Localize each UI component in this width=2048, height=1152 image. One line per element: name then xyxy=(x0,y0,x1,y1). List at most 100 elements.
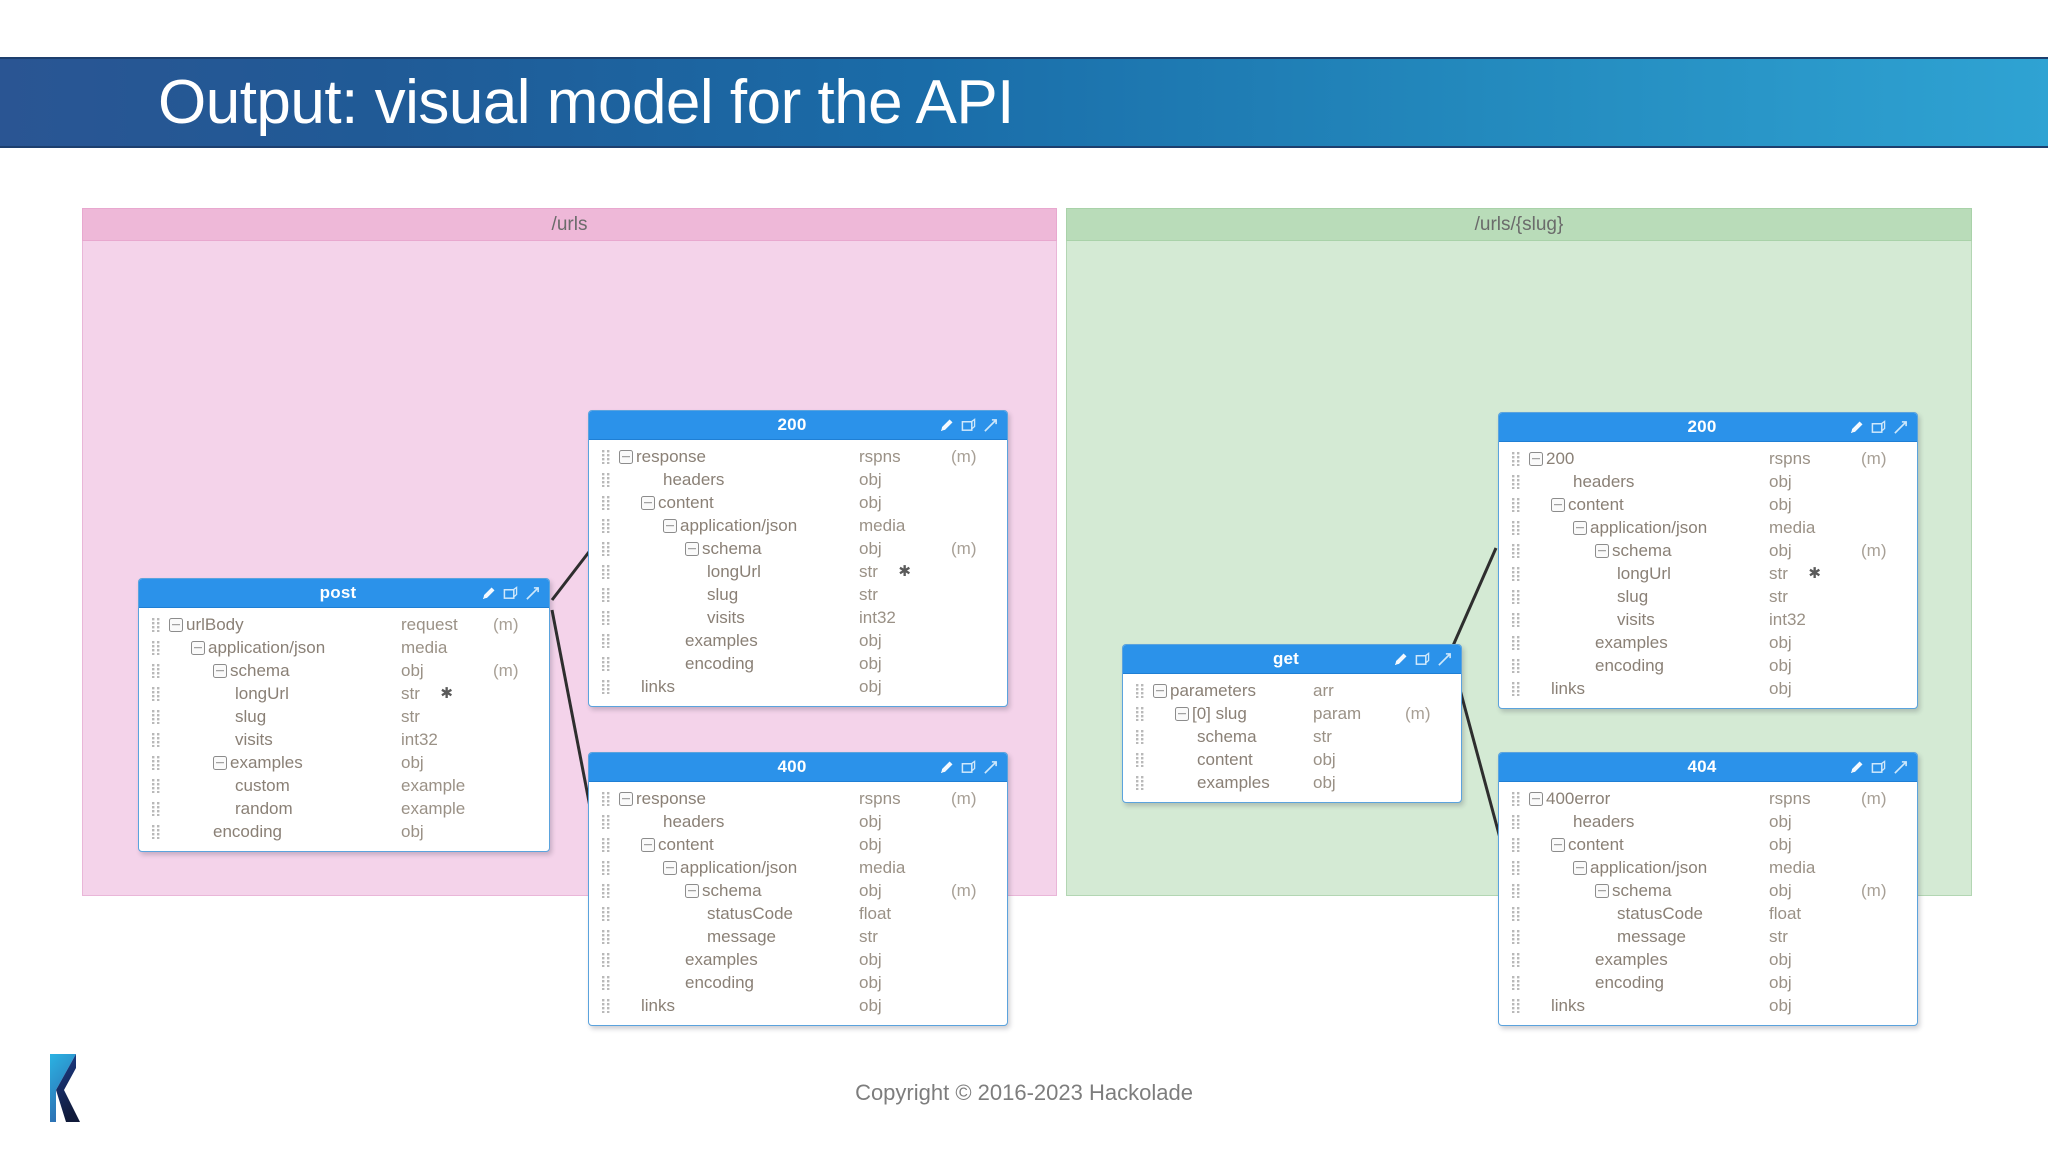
drag-handle-icon[interactable] xyxy=(145,640,167,655)
collapse-toggle-icon[interactable] xyxy=(213,663,227,678)
drag-handle-icon[interactable] xyxy=(1505,837,1527,852)
collapse-toggle-icon[interactable] xyxy=(641,837,655,852)
detach-window-icon[interactable] xyxy=(1871,419,1886,435)
drag-handle-icon[interactable] xyxy=(1505,658,1527,673)
drag-handle-icon[interactable] xyxy=(1129,683,1151,698)
drag-handle-icon[interactable] xyxy=(595,837,617,852)
drag-handle-icon[interactable] xyxy=(1505,791,1527,806)
drag-handle-icon[interactable] xyxy=(1505,497,1527,512)
drag-handle-icon[interactable] xyxy=(145,686,167,701)
card-toolbar-slug-404[interactable] xyxy=(1849,759,1917,775)
drag-handle-icon[interactable] xyxy=(1505,929,1527,944)
collapse-toggle-icon[interactable] xyxy=(663,518,677,533)
collapse-toggle-icon[interactable] xyxy=(169,617,183,632)
drag-handle-icon[interactable] xyxy=(595,791,617,806)
collapse-toggle-icon[interactable] xyxy=(1595,883,1609,898)
drag-handle-icon[interactable] xyxy=(595,610,617,625)
drag-handle-icon[interactable] xyxy=(1505,998,1527,1013)
drag-handle-icon[interactable] xyxy=(145,824,167,839)
card-toolbar-urls-200[interactable] xyxy=(939,417,1007,433)
drag-handle-icon[interactable] xyxy=(145,709,167,724)
expand-arrow-icon[interactable] xyxy=(983,760,998,775)
collapse-toggle-icon[interactable] xyxy=(685,541,699,556)
edit-pencil-icon[interactable] xyxy=(1849,760,1864,775)
detach-window-icon[interactable] xyxy=(1415,651,1430,667)
card-toolbar-urls-400[interactable] xyxy=(939,759,1007,775)
drag-handle-icon[interactable] xyxy=(595,860,617,875)
collapse-toggle-icon[interactable] xyxy=(1529,791,1543,806)
collapse-toggle-icon[interactable] xyxy=(1551,497,1565,512)
drag-handle-icon[interactable] xyxy=(1505,474,1527,489)
detach-window-icon[interactable] xyxy=(961,759,976,775)
collapse-toggle-icon[interactable] xyxy=(213,755,227,770)
drag-handle-icon[interactable] xyxy=(1505,906,1527,921)
collapse-toggle-icon[interactable] xyxy=(191,640,205,655)
detach-window-icon[interactable] xyxy=(1871,759,1886,775)
drag-handle-icon[interactable] xyxy=(595,449,617,464)
drag-handle-icon[interactable] xyxy=(1505,451,1527,466)
card-toolbar-get[interactable] xyxy=(1393,651,1461,667)
card-toolbar-slug-200[interactable] xyxy=(1849,419,1917,435)
drag-handle-icon[interactable] xyxy=(595,929,617,944)
drag-handle-icon[interactable] xyxy=(595,633,617,648)
edit-pencil-icon[interactable] xyxy=(939,418,954,433)
drag-handle-icon[interactable] xyxy=(145,801,167,816)
collapse-toggle-icon[interactable] xyxy=(1573,520,1587,535)
detach-window-icon[interactable] xyxy=(503,585,518,601)
card-header-post[interactable]: post xyxy=(139,579,549,608)
drag-handle-icon[interactable] xyxy=(1505,860,1527,875)
card-header-get[interactable]: get xyxy=(1123,645,1461,674)
drag-handle-icon[interactable] xyxy=(595,472,617,487)
expand-arrow-icon[interactable] xyxy=(1893,420,1908,435)
drag-handle-icon[interactable] xyxy=(595,656,617,671)
drag-handle-icon[interactable] xyxy=(1505,883,1527,898)
drag-handle-icon[interactable] xyxy=(1505,589,1527,604)
drag-handle-icon[interactable] xyxy=(1505,975,1527,990)
edit-pencil-icon[interactable] xyxy=(939,760,954,775)
detach-window-icon[interactable] xyxy=(961,417,976,433)
drag-handle-icon[interactable] xyxy=(145,732,167,747)
drag-handle-icon[interactable] xyxy=(1505,566,1527,581)
drag-handle-icon[interactable] xyxy=(595,518,617,533)
expand-arrow-icon[interactable] xyxy=(525,586,540,601)
